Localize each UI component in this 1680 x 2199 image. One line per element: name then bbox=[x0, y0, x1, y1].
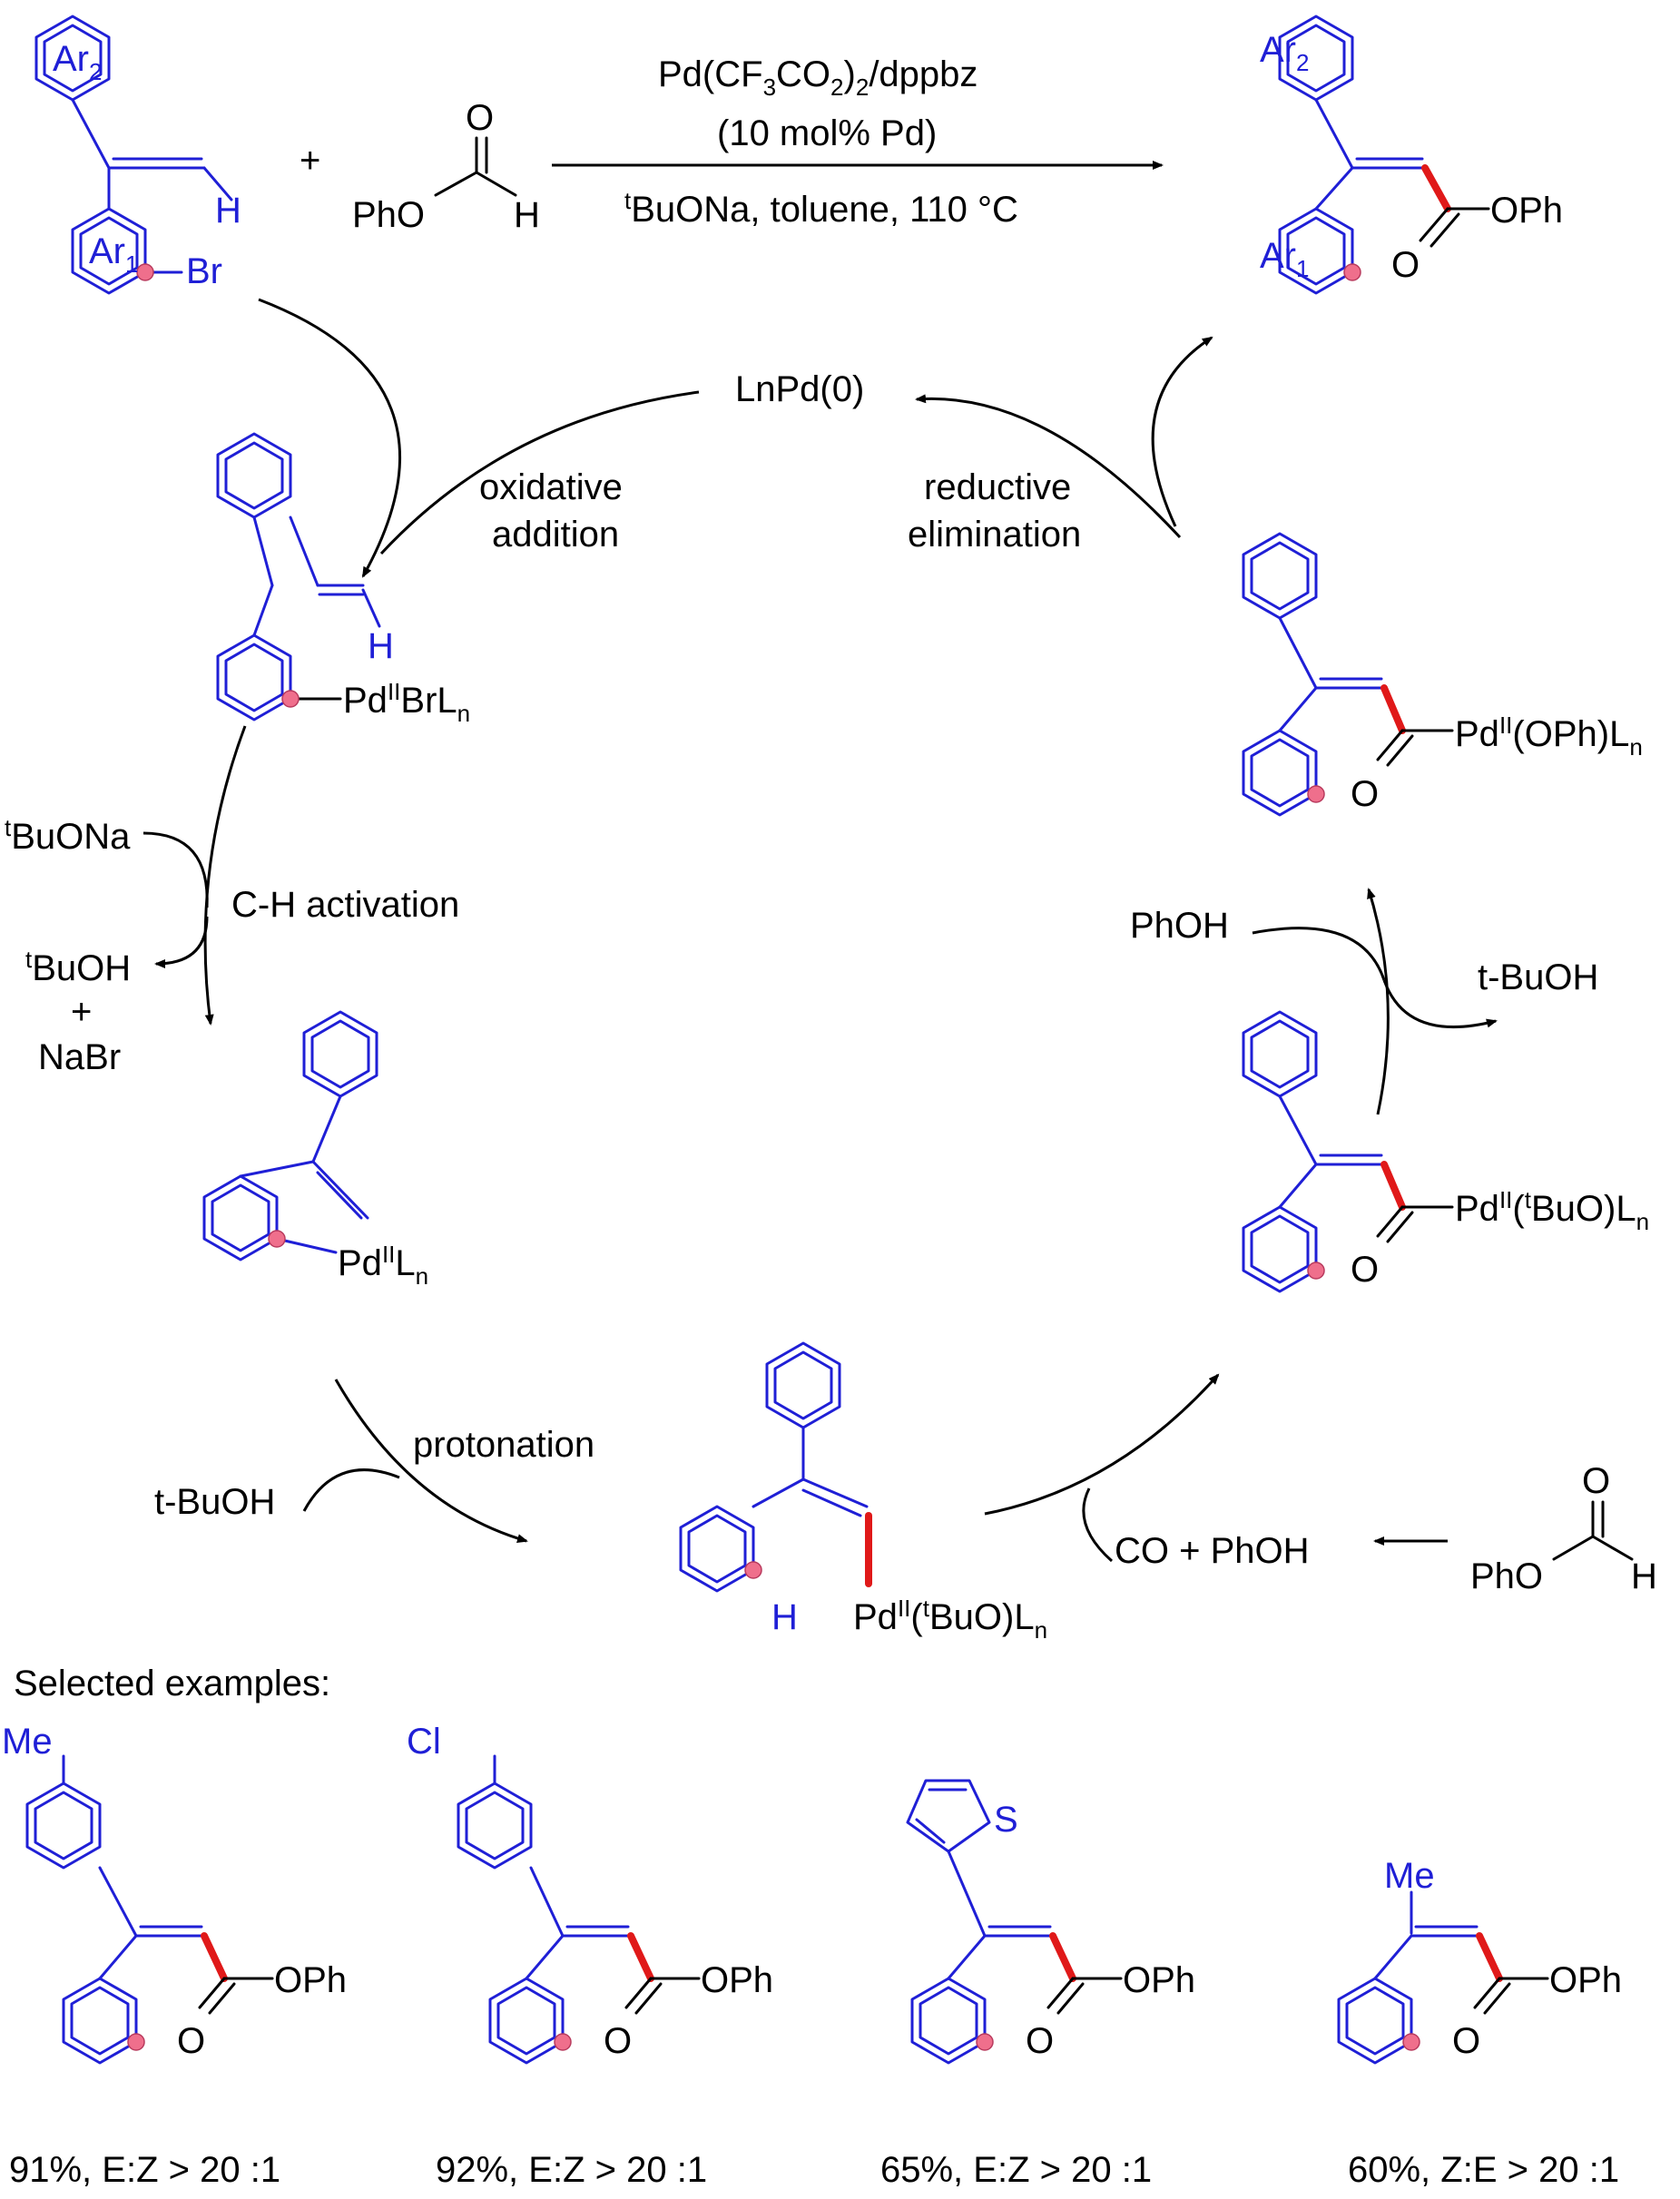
reductive-elimination-arrow bbox=[915, 394, 1182, 539]
ring-ar2-inner bbox=[43, 24, 103, 93]
example-1-structure bbox=[25, 1754, 274, 2065]
br-label: Br bbox=[186, 251, 222, 291]
int3-h: H bbox=[771, 1597, 798, 1637]
protonation-arrow bbox=[334, 1379, 528, 1543]
int2-pd: PdIILn bbox=[338, 1241, 428, 1290]
example-4-o: O bbox=[1452, 2021, 1480, 2061]
example-1-substituent: Me bbox=[2, 1722, 53, 1762]
lnpd0-label: LnPd(0) bbox=[735, 369, 864, 409]
example-4-structure bbox=[1337, 1890, 1549, 2065]
example-2-yield: 92%, E:Z > 20 :1 bbox=[436, 2150, 707, 2190]
tbuoh-label: tBuOH bbox=[25, 946, 131, 988]
example-3-yield: 65%, E:Z > 20 :1 bbox=[880, 2150, 1152, 2190]
int4-o: O bbox=[1351, 1250, 1379, 1290]
example-2-oph: OPh bbox=[701, 1960, 773, 2000]
t-buoh-left-label: t-BuOH bbox=[154, 1482, 275, 1522]
co-insertion-arrow bbox=[984, 1373, 1220, 1516]
example-2-substituent: Cl bbox=[407, 1722, 441, 1762]
oxidative-label-2: addition bbox=[492, 515, 619, 555]
conditions-loading: (10 mol% Pd) bbox=[717, 113, 937, 153]
oxidative-label-1: oxidative bbox=[479, 467, 623, 507]
ligand-exchange-arrow bbox=[1367, 888, 1390, 1115]
product-o: O bbox=[1391, 245, 1420, 285]
ch-activation-label: C-H activation bbox=[231, 885, 459, 925]
int4-pd: PdII(tBuO)Ln bbox=[1455, 1186, 1649, 1235]
tbuona-label: tBuONa bbox=[5, 814, 131, 857]
int5-o: O bbox=[1351, 774, 1379, 814]
example-3-o: O bbox=[1026, 2021, 1054, 2061]
example-4-oph: OPh bbox=[1549, 1960, 1622, 2000]
product-release-arrow bbox=[1151, 336, 1213, 527]
ch-site-dot bbox=[136, 263, 154, 281]
new-cc-bond bbox=[1421, 164, 1451, 212]
intermediate-arylpd-br bbox=[216, 432, 381, 722]
intermediate-vinylpd bbox=[679, 1341, 872, 1593]
formate2-pho: PhO bbox=[1470, 1556, 1543, 1596]
int1-pd: PdIIBrLn bbox=[343, 678, 470, 727]
plus-nabr-plus: + bbox=[71, 992, 92, 1032]
t-buoh-right-label: t-BuOH bbox=[1478, 957, 1598, 997]
phoh-in-arrow bbox=[1252, 927, 1386, 981]
intermediate-palladacycle bbox=[202, 1010, 378, 1261]
phoh-label: PhOH bbox=[1130, 906, 1229, 946]
phenyl-formate bbox=[434, 136, 517, 197]
example-2-structure bbox=[457, 1754, 701, 2065]
formate2-o: O bbox=[1582, 1461, 1610, 1501]
example-1-oph: OPh bbox=[274, 1960, 347, 2000]
example-3-sulfur: S bbox=[994, 1800, 1018, 1840]
example-4-substituent: Me bbox=[1384, 1856, 1435, 1896]
example-4-yield: 60%, Z:E > 20 :1 bbox=[1348, 2150, 1619, 2190]
tbuoh-out-arrow bbox=[154, 916, 209, 968]
co-in-arrow bbox=[1082, 1487, 1113, 1563]
formate-pho: PhO bbox=[352, 195, 425, 235]
protonation-label: protonation bbox=[413, 1425, 594, 1465]
product-structure bbox=[1278, 15, 1490, 295]
conditions-catalyst: Pd(CF3CO2)2/dppbz bbox=[658, 54, 978, 101]
ring-ar1 bbox=[71, 207, 147, 295]
conditions-base: tBuONa, toluene, 110 °C bbox=[624, 187, 1018, 230]
product-ar2-label: Ar2 bbox=[1260, 30, 1309, 76]
tbuona-in-arrow bbox=[142, 831, 209, 908]
int1-h: H bbox=[368, 626, 394, 666]
examples-heading: Selected examples: bbox=[14, 1664, 330, 1703]
reactant-structure bbox=[34, 15, 233, 295]
example-2-o: O bbox=[604, 2021, 632, 2061]
formate-h: H bbox=[514, 195, 540, 235]
product-oph: OPh bbox=[1490, 191, 1563, 231]
ar1-label: Ar1 bbox=[89, 231, 138, 278]
phenyl-formate-2 bbox=[1552, 1500, 1634, 1561]
example-1-o: O bbox=[177, 2021, 205, 2061]
reductive-label-1: reductive bbox=[924, 467, 1071, 507]
formate2-h: H bbox=[1631, 1556, 1657, 1596]
co-phoh-label: CO + PhOH bbox=[1115, 1531, 1310, 1571]
int3-pd: PdII(tBuO)Ln bbox=[853, 1595, 1047, 1644]
nabr-label: NaBr bbox=[38, 1037, 121, 1077]
lnpd0-to-oa-arrow bbox=[379, 390, 700, 555]
ch-activation-arrow bbox=[203, 725, 247, 1026]
vinyl-h-label: H bbox=[215, 191, 241, 231]
intermediate-acylpd-oph bbox=[1242, 532, 1454, 817]
intermediate-acylpd-otbu bbox=[1242, 1010, 1454, 1293]
reductive-label-2: elimination bbox=[908, 515, 1081, 555]
tbuoh-in-arrow bbox=[302, 1468, 400, 1512]
thiophene-ring bbox=[906, 1779, 991, 1853]
formate-o: O bbox=[466, 98, 494, 138]
ar2-label: Ar2 bbox=[53, 39, 102, 85]
oxidative-addition-arrow bbox=[258, 298, 402, 578]
example-3-oph: OPh bbox=[1123, 1960, 1195, 2000]
example-1-yield: 91%, E:Z > 20 :1 bbox=[9, 2150, 280, 2190]
plus-sign: + bbox=[300, 141, 320, 181]
tbuoh-out-right-arrow bbox=[1382, 979, 1498, 1028]
example-3-structure bbox=[906, 1779, 1123, 2065]
int5-pd: PdII(OPh)Ln bbox=[1455, 712, 1643, 761]
product-ar1-label: Ar1 bbox=[1260, 236, 1309, 282]
